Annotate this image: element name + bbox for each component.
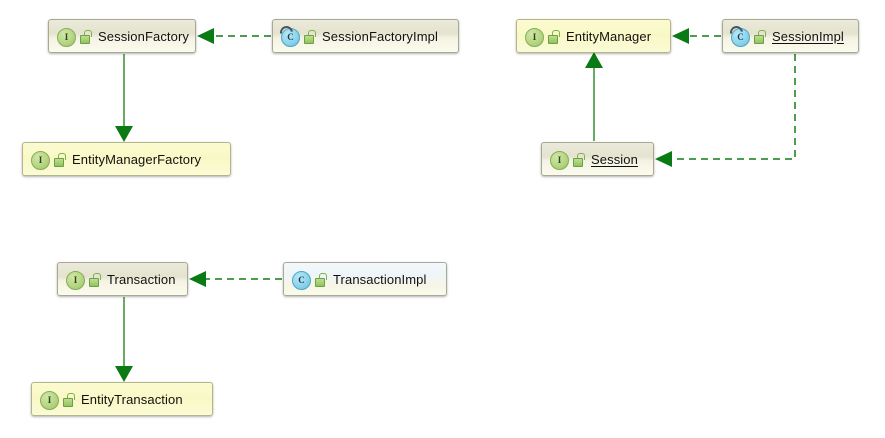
node-label: EntityManager xyxy=(566,28,652,44)
node-label: Transaction xyxy=(107,271,176,287)
node-label: Session xyxy=(591,151,638,167)
edge-sessionImpl-implements-entityManager xyxy=(672,28,721,44)
open-padlock-icon xyxy=(89,272,101,287)
edge-sessionImpl-implements-session xyxy=(655,54,796,167)
edge-transactionImpl-implements-transaction xyxy=(189,271,282,287)
interface-icon: I xyxy=(31,150,50,170)
node-label: EntityTransaction xyxy=(81,391,183,407)
interface-icon: I xyxy=(40,390,59,410)
node-label: SessionImpl xyxy=(772,28,844,44)
class-icon: C xyxy=(292,270,311,290)
node-session-impl[interactable]: C SessionImpl xyxy=(722,19,859,53)
node-label: SessionFactory xyxy=(98,28,189,44)
node-entity-manager-factory[interactable]: I EntityManagerFactory xyxy=(22,142,231,176)
open-padlock-icon xyxy=(754,29,766,44)
interface-icon: I xyxy=(57,27,76,47)
open-padlock-icon xyxy=(304,29,316,44)
node-entity-transaction[interactable]: I EntityTransaction xyxy=(31,382,213,416)
edge-session-extends-entityManager xyxy=(585,52,603,141)
node-session-factory[interactable]: I SessionFactory xyxy=(48,19,196,53)
node-session[interactable]: I Session xyxy=(541,142,654,176)
node-transaction-impl[interactable]: C TransactionImpl xyxy=(283,262,447,296)
node-session-factory-impl[interactable]: C SessionFactoryImpl xyxy=(272,19,459,53)
node-entity-manager[interactable]: I EntityManager xyxy=(516,19,671,53)
open-padlock-icon xyxy=(315,272,327,287)
node-label: TransactionImpl xyxy=(333,271,427,287)
open-padlock-icon xyxy=(63,392,75,407)
node-label: SessionFactoryImpl xyxy=(322,28,438,44)
open-padlock-icon xyxy=(573,152,585,167)
open-padlock-icon xyxy=(80,29,92,44)
class-icon: C xyxy=(727,22,750,47)
edge-sessionFactoryImpl-implements-sessionFactory xyxy=(197,28,271,44)
open-padlock-icon xyxy=(54,152,66,167)
edge-sessionFactory-extends-entityManagerFactory xyxy=(115,54,133,142)
interface-icon: I xyxy=(525,27,544,47)
class-icon: C xyxy=(277,22,300,47)
interface-icon: I xyxy=(550,150,569,170)
interface-icon: I xyxy=(66,270,85,290)
node-label: EntityManagerFactory xyxy=(72,151,202,167)
edge-transaction-extends-entityTransaction xyxy=(115,297,133,382)
open-padlock-icon xyxy=(548,29,560,44)
node-transaction[interactable]: I Transaction xyxy=(57,262,188,296)
